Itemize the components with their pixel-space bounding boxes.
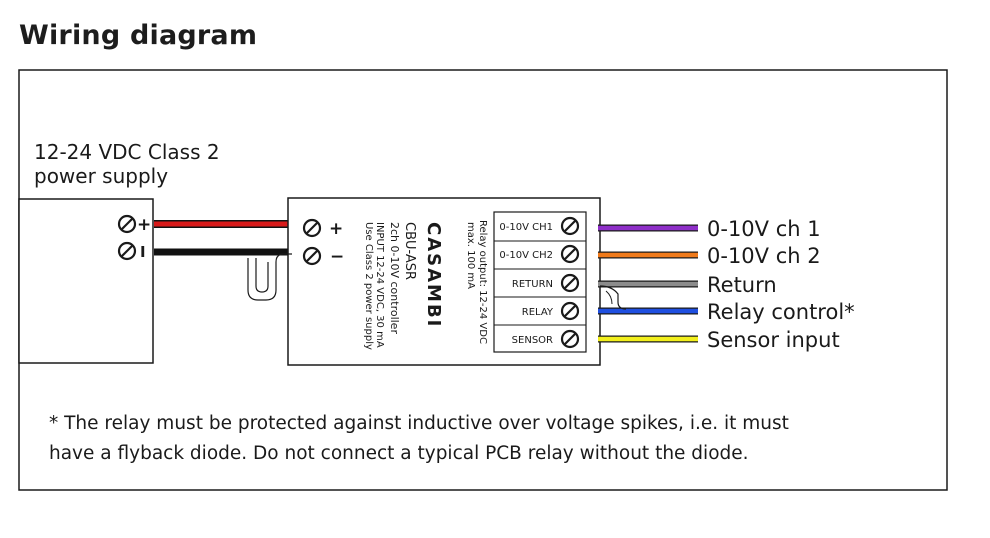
controller-minus-label: − (330, 247, 344, 267)
footnote-line2: have a flyback diode. Do not connect a t… (49, 443, 749, 464)
terminal-label-ch1: 0-10V CH1 (499, 222, 553, 233)
terminal-label-relay: RELAY (522, 307, 554, 318)
output-label-ch2: 0-10V ch 2 (707, 244, 821, 268)
terminal-label-sensor: SENSOR (512, 335, 553, 346)
terminal-label-return: RETURN (512, 279, 553, 290)
screw-terminal-icon (560, 216, 580, 236)
terminal-label-ch2: 0-10V CH2 (499, 250, 553, 261)
power-supply-label-line2: power supply (34, 164, 168, 188)
screw-terminal-icon (560, 244, 580, 264)
screw-terminal-icon (117, 241, 137, 261)
screw-terminal-icon (560, 329, 580, 349)
power-supply: 12-24 VDC Class 2 power supply + I (18, 140, 220, 364)
relay-spec-line1: Relay output: 12-24 VDC (477, 220, 488, 344)
controller-class-note: Use Class 2 power supply (363, 222, 374, 350)
output-label-relay: Relay control* (707, 300, 855, 324)
loop-wire (247, 253, 292, 301)
screw-terminal-icon (560, 301, 580, 321)
power-supply-plus-label: + (137, 215, 151, 235)
controller-description: 2ch 0-10V controller (388, 222, 401, 334)
controller-input-spec: INPUT 12-24 VDC, 30 mA (374, 222, 385, 348)
controller-model: CBU-ASR (402, 222, 417, 280)
controller-brand: CASAMBI (423, 222, 444, 328)
output-label-return: Return (707, 273, 777, 297)
power-supply-label-line1: 12-24 VDC Class 2 (34, 140, 220, 164)
screw-terminal-icon (560, 273, 580, 293)
screw-terminal-icon (302, 246, 322, 266)
screw-terminal-icon (117, 214, 137, 234)
power-supply-minus-label: I (140, 243, 146, 261)
controller: + − CASAMBI CBU-ASR 2ch 0-10V controller… (247, 197, 601, 366)
footnote-line1: * The relay must be protected against in… (49, 413, 789, 434)
screw-terminal-icon (302, 218, 322, 238)
output-wires (598, 224, 698, 343)
controller-plus-label: + (329, 219, 343, 239)
output-label-sensor: Sensor input (707, 328, 840, 352)
output-label-ch1: 0-10V ch 1 (707, 217, 821, 241)
relay-spec-line2: max. 100 mA (465, 222, 476, 289)
page-title: Wiring diagram (19, 20, 258, 51)
